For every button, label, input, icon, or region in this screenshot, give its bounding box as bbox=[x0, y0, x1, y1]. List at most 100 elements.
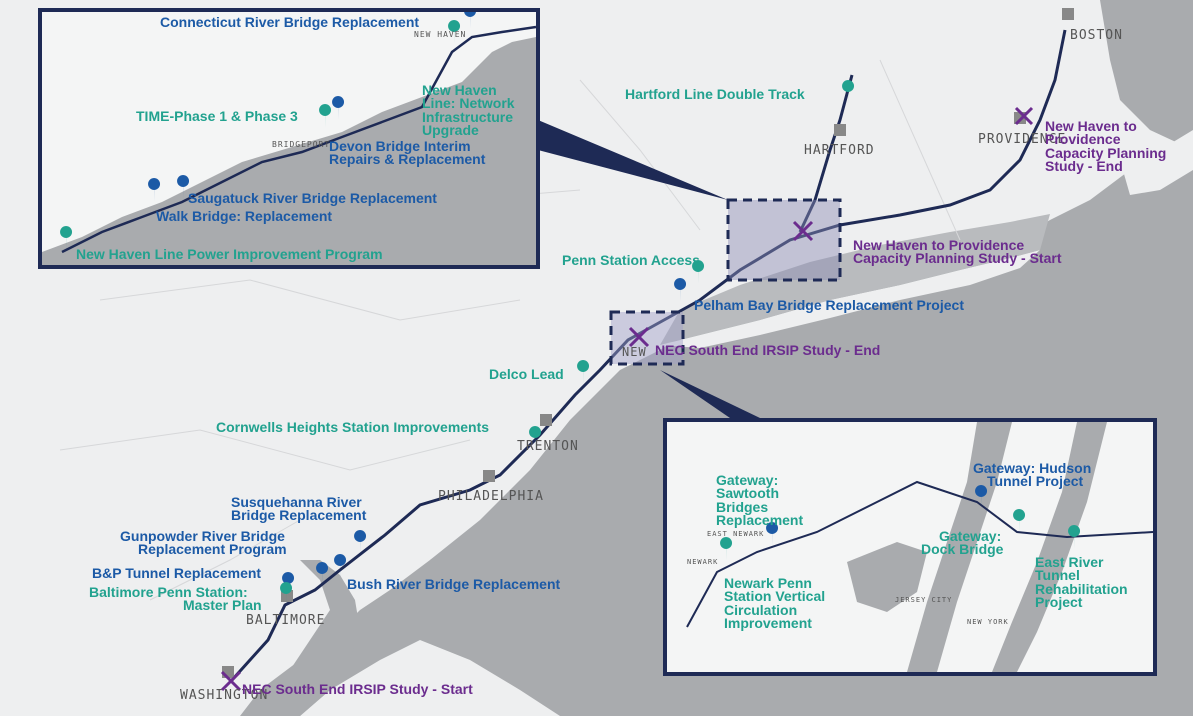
chesapeake-bay bbox=[255, 560, 360, 716]
ct-label-time: TIME-Phase 1 & Phase 3 bbox=[136, 108, 298, 124]
city-label-newark: NEWARK bbox=[687, 558, 719, 566]
ct-inset-route bbox=[61, 25, 536, 254]
label-baltimore-penn: Baltimore Penn Station: Master Plan bbox=[89, 584, 262, 614]
ny-inset-east-river bbox=[992, 422, 1107, 672]
ny-label-hudson: Gateway: Hudson Tunnel Project bbox=[973, 461, 1091, 490]
ny-label-sawtooth: Gateway: Sawtooth Bridges Replacement bbox=[716, 472, 804, 528]
ct-callout-cone bbox=[538, 120, 728, 200]
label-bp-tunnel: B&P Tunnel Replacement bbox=[92, 565, 262, 581]
pelham-pin bbox=[674, 278, 687, 302]
ct-inset-map bbox=[42, 12, 536, 265]
delco-pin bbox=[577, 360, 590, 384]
city-label-new-haven: NEW HAVEN bbox=[414, 30, 467, 39]
city-label-hartford: HARTFORD bbox=[804, 143, 875, 158]
ny-label-sawtooth-line4: Replacement bbox=[716, 511, 804, 528]
ny-label-east-river: East River Tunnel Rehabilitation Project bbox=[1035, 554, 1128, 610]
baltimore-penn-pin bbox=[280, 582, 293, 606]
label-cornwells: Cornwells Heights Station Improvements bbox=[216, 419, 490, 435]
mass-bay bbox=[1100, 0, 1193, 150]
city-label-providence: PROVIDENCE bbox=[978, 132, 1067, 147]
main-rail-route bbox=[230, 29, 1067, 682]
ct-label-nh-line-line4: Upgrade bbox=[422, 121, 479, 138]
ct-label-nh-line-line1: New Haven bbox=[422, 82, 497, 98]
ct-label-nh-line: New Haven Line: Network Infrastructure U… bbox=[422, 82, 515, 138]
ny-label-east-river-line4: Project bbox=[1035, 593, 1083, 610]
ct-label-connecticut: Connecticut River Bridge Replacement bbox=[160, 14, 420, 30]
map-pins bbox=[280, 80, 855, 606]
label-baltimore-penn-line2: Master Plan bbox=[183, 597, 262, 614]
ny-inset-route bbox=[686, 480, 1153, 628]
ny-inset-bay bbox=[847, 542, 927, 612]
label-nh-prov-start: New Haven to Providence Capacity Plannin… bbox=[853, 237, 1061, 266]
label-susquehanna-line2: Bridge Replacement bbox=[231, 507, 367, 524]
gunpowder-pin bbox=[316, 562, 329, 586]
study-markers bbox=[220, 106, 1034, 692]
label-nh-prov-start-line1: New Haven to Providence bbox=[853, 237, 1025, 253]
ct-inset-panel: NEW HAVEN BRIDGEPORT Connecticut River B… bbox=[38, 8, 540, 269]
label-nec-end: NEC South End IRSIP Study - End bbox=[655, 342, 881, 358]
ct-label-devon: Devon Bridge Interim Repairs & Replaceme… bbox=[329, 139, 486, 168]
penn-access-pin bbox=[692, 260, 705, 284]
label-pelham-bay: Pelham Bay Bridge Replacement Project bbox=[694, 297, 964, 313]
city-label-new-york: NEW bbox=[622, 345, 647, 359]
city-label-east-newark: EAST NEWARK bbox=[707, 530, 765, 538]
ny-label-dock-line1: Gateway: bbox=[939, 528, 1002, 544]
label-penn-station-access: Penn Station Access bbox=[562, 252, 700, 268]
label-nh-prov-end-line1: New Haven to bbox=[1045, 118, 1137, 134]
ct-label-devon-line2: Repairs & Replacement bbox=[329, 151, 486, 168]
cape-cod bbox=[1120, 130, 1193, 195]
label-gunpowder-line1: Gunpowder River Bridge bbox=[120, 528, 285, 544]
ny-label-east-river-line2: Tunnel bbox=[1035, 567, 1080, 584]
ct-highlight-rect bbox=[726, 198, 842, 282]
ny-label-dock-line2: Dock Bridge bbox=[921, 541, 1004, 558]
label-gunpowder: Gunpowder River Bridge Replacement Progr… bbox=[120, 528, 287, 558]
ny-label-sawtooth-line2: Sawtooth bbox=[716, 485, 779, 502]
label-hartford-line: Hartford Line Double Track bbox=[625, 86, 805, 102]
label-susquehanna-line1: Susquehanna River bbox=[231, 494, 362, 510]
ct-label-nh-line-line3: Infrastructure bbox=[422, 108, 514, 125]
ny-label-newark-penn-line2: Station Vertical bbox=[724, 588, 826, 605]
ny-inset-panel: NEWARK EAST NEWARK JERSEY CITY NEW YORK … bbox=[663, 418, 1157, 676]
label-nh-prov-end-line3: Capacity Planning bbox=[1045, 144, 1167, 161]
ct-label-nh-line-line2: Line: Network bbox=[422, 95, 515, 112]
city-label-philadelphia: PHILADELPHIA bbox=[438, 489, 544, 504]
bush-pin bbox=[334, 554, 347, 578]
label-susquehanna: Susquehanna River Bridge Replacement bbox=[231, 494, 367, 524]
label-nh-prov-end-line2: Providence bbox=[1045, 131, 1121, 148]
delaware-bay bbox=[430, 540, 500, 630]
ny-inset-map bbox=[686, 422, 1153, 672]
city-label-washington: WASHINGTON bbox=[180, 688, 269, 703]
ny-inset-pins bbox=[720, 485, 1081, 561]
label-nh-prov-end-line4: Study - End bbox=[1045, 157, 1123, 174]
label-bush-river: Bush River Bridge Replacement bbox=[347, 576, 561, 592]
city-label-jersey-city: JERSEY CITY bbox=[895, 596, 953, 604]
ct-inset-pins bbox=[60, 12, 476, 250]
ny-label-dock: Gateway: Dock Bridge bbox=[921, 528, 1004, 558]
ct-label-saugatuck: Saugatuck River Bridge Replacement bbox=[188, 190, 437, 206]
hartford-line-pin bbox=[842, 80, 855, 104]
city-label-ny-inset: NEW YORK bbox=[967, 618, 1009, 626]
label-baltimore-penn-line1: Baltimore Penn Station: bbox=[89, 584, 248, 600]
ny-label-hudson-line2: Tunnel Project bbox=[987, 473, 1084, 490]
cornwells-pin bbox=[529, 426, 542, 450]
ny-label-sawtooth-line3: Bridges bbox=[716, 498, 769, 515]
long-island bbox=[660, 250, 1040, 348]
ny-inset-hudson bbox=[907, 422, 1012, 672]
ny-callout-cone bbox=[660, 370, 760, 418]
susq-pin bbox=[354, 530, 367, 554]
ny-label-newark-penn-line3: Circulation bbox=[724, 601, 798, 618]
ny-label-newark-penn-line1: Newark Penn bbox=[724, 575, 812, 591]
ct-label-power: New Haven Line Power Improvement Program bbox=[76, 246, 383, 262]
ny-label-newark-penn-line4: Improvement bbox=[724, 614, 812, 631]
city-label-bridgeport: BRIDGEPORT bbox=[272, 140, 331, 149]
ny-label-east-river-line1: East River bbox=[1035, 554, 1104, 570]
label-nec-start: NEC South End IRSIP Study - Start bbox=[242, 681, 473, 697]
ny-label-newark-penn: Newark Penn Station Vertical Circulation… bbox=[724, 575, 826, 631]
ct-label-walk: Walk Bridge: Replacement bbox=[156, 208, 333, 224]
label-gunpowder-line2: Replacement Program bbox=[138, 541, 287, 558]
city-label-trenton: TRENTON bbox=[517, 439, 579, 454]
city-label-baltimore: BALTIMORE bbox=[246, 613, 326, 628]
ny-label-sawtooth-line1: Gateway: bbox=[716, 472, 779, 488]
ny-highlight-rect bbox=[609, 310, 685, 366]
ny-label-east-river-line3: Rehabilitation bbox=[1035, 580, 1128, 597]
